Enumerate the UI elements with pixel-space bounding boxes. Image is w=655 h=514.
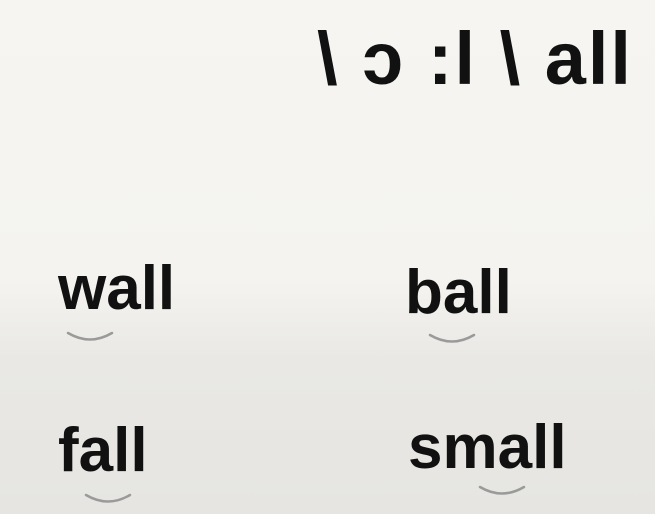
- smile-arc-icon: [84, 492, 132, 506]
- word-fall: fall: [58, 416, 148, 485]
- smile-arc-icon: [478, 484, 526, 498]
- word-small: small: [408, 413, 567, 482]
- smile-arc-icon: [66, 330, 114, 344]
- smile-arc-icon: [428, 332, 476, 346]
- word-wall: wall: [58, 254, 176, 323]
- word-ball: ball: [405, 258, 512, 327]
- phoneme-title: \ ɔ :l \ all: [317, 17, 633, 100]
